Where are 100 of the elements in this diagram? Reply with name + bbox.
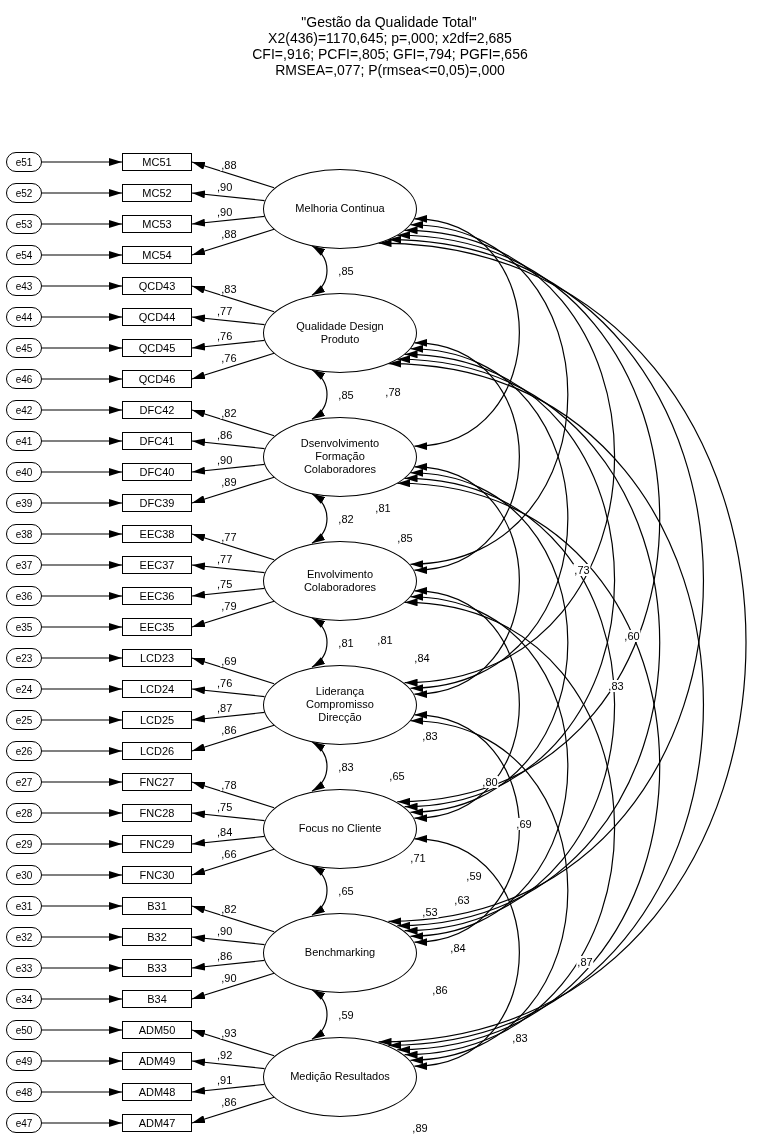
arrow xyxy=(41,685,123,693)
edge-label: ,75 xyxy=(216,801,234,814)
covariance-arrow xyxy=(403,352,616,809)
coefficient-label: ,80 xyxy=(481,776,499,788)
coefficient-label: ,83 xyxy=(607,680,625,692)
fit-statistics-line: X2(436)=1170,645; p=,000; x2df=2,685 xyxy=(268,30,512,46)
coefficient-label: ,73 xyxy=(573,564,591,576)
covariance-arrow xyxy=(387,237,705,924)
observed-variable-box: EEC36 xyxy=(122,587,192,605)
arrow xyxy=(191,781,275,809)
edge-label: ,90 xyxy=(216,925,234,938)
covariance-arrow xyxy=(413,340,520,573)
latent-variable-ellipse: Liderança Compromisso Direcção xyxy=(263,664,417,745)
observed-variable-box: FNC27 xyxy=(122,773,192,791)
covariance-arrow xyxy=(311,245,328,296)
coefficient-label: ,84 xyxy=(413,652,431,664)
covariance-arrow xyxy=(409,718,569,1063)
arrow xyxy=(191,339,266,351)
edge-label: ,75 xyxy=(216,577,234,590)
observed-variable-box: FNC29 xyxy=(122,835,192,853)
arrow xyxy=(41,964,123,972)
edge-label: ,66 xyxy=(220,848,238,861)
arrow xyxy=(191,600,275,628)
observed-variable-box: LCD23 xyxy=(122,649,192,667)
edge-label: ,86 xyxy=(216,429,234,442)
observed-variable-box: MC52 xyxy=(122,184,192,202)
edge-label: ,81 xyxy=(337,636,355,649)
arrow xyxy=(191,810,266,822)
arrow xyxy=(41,158,123,166)
coefficient-label: ,53 xyxy=(421,906,439,918)
arrow xyxy=(41,561,123,569)
edge-label: ,82 xyxy=(220,406,238,419)
covariance-arrow xyxy=(413,216,520,449)
observed-variable-box: B31 xyxy=(122,897,192,915)
coefficient-label: ,78 xyxy=(384,386,402,398)
edge-label: ,85 xyxy=(337,388,355,401)
arrow xyxy=(191,835,266,847)
arrow xyxy=(191,215,266,227)
edge-label: ,90 xyxy=(216,205,234,218)
observed-variable-box: MC53 xyxy=(122,215,192,233)
edge-label: ,86 xyxy=(220,1096,238,1109)
latent-variable-ellipse: Melhoria Continua xyxy=(263,168,417,249)
edge-label: ,92 xyxy=(216,1049,234,1062)
arrow xyxy=(41,220,123,228)
covariance-arrow xyxy=(403,600,616,1057)
observed-variable-box: QCD44 xyxy=(122,308,192,326)
observed-variable-box: EEC35 xyxy=(122,618,192,636)
covariance-arrow xyxy=(409,470,569,815)
observed-variable-box: EEC38 xyxy=(122,525,192,543)
edge-label: ,89 xyxy=(220,476,238,489)
observed-variable-box: B32 xyxy=(122,928,192,946)
edge-label: ,82 xyxy=(220,902,238,915)
arrow xyxy=(191,711,266,723)
coefficient-label: ,65 xyxy=(388,770,406,782)
coefficient-label: ,60 xyxy=(623,630,641,642)
edge-label: ,77 xyxy=(220,530,238,543)
latent-variable-ellipse: Medição Resultados xyxy=(263,1036,417,1117)
covariance-arrow xyxy=(311,865,328,916)
covariance-arrow xyxy=(396,357,661,928)
observed-variable-box: LCD24 xyxy=(122,680,192,698)
arrow xyxy=(41,313,123,321)
arrow xyxy=(191,228,275,256)
coefficient-label: ,69 xyxy=(515,818,533,830)
arrow xyxy=(191,463,266,475)
coefficient-label: ,83 xyxy=(421,730,439,742)
observed-variable-box: LCD26 xyxy=(122,742,192,760)
arrow xyxy=(191,190,266,202)
covariance-arrow xyxy=(413,464,520,697)
arrow xyxy=(191,476,275,504)
edge-label: ,93 xyxy=(220,1026,238,1039)
arrow xyxy=(191,934,266,946)
observed-variable-box: DFC41 xyxy=(122,432,192,450)
latent-variable-ellipse: Qualidade Design Produto xyxy=(263,292,417,373)
arrow xyxy=(41,840,123,848)
edge-label: ,59 xyxy=(337,1008,355,1021)
arrow xyxy=(191,161,275,189)
observed-variable-box: MC51 xyxy=(122,153,192,171)
covariance-arrow xyxy=(396,481,661,1052)
arrow xyxy=(41,654,123,662)
arrow xyxy=(191,352,275,380)
edge-label: ,88 xyxy=(220,228,238,241)
latent-variable-ellipse: Dsenvolvimento Formação Colaboradores xyxy=(263,416,417,497)
covariance-arrow xyxy=(396,233,661,804)
arrow xyxy=(41,902,123,910)
edge-label: ,78 xyxy=(220,778,238,791)
arrow xyxy=(191,533,275,561)
edge-label: ,86 xyxy=(220,724,238,737)
arrow xyxy=(41,375,123,383)
observed-variable-box: ADM50 xyxy=(122,1021,192,1039)
edge-label: ,90 xyxy=(216,181,234,194)
arrow xyxy=(41,995,123,1003)
diagram-title: "Gestão da Qualidade Total" xyxy=(301,14,477,30)
arrow xyxy=(191,848,275,876)
edge-label: ,69 xyxy=(220,654,238,667)
observed-variable-box: QCD43 xyxy=(122,277,192,295)
observed-variable-box: DFC42 xyxy=(122,401,192,419)
edge-label: ,79 xyxy=(220,600,238,613)
arrow xyxy=(191,438,266,450)
covariance-arrow xyxy=(403,476,616,933)
coefficient-label: ,71 xyxy=(409,852,427,864)
